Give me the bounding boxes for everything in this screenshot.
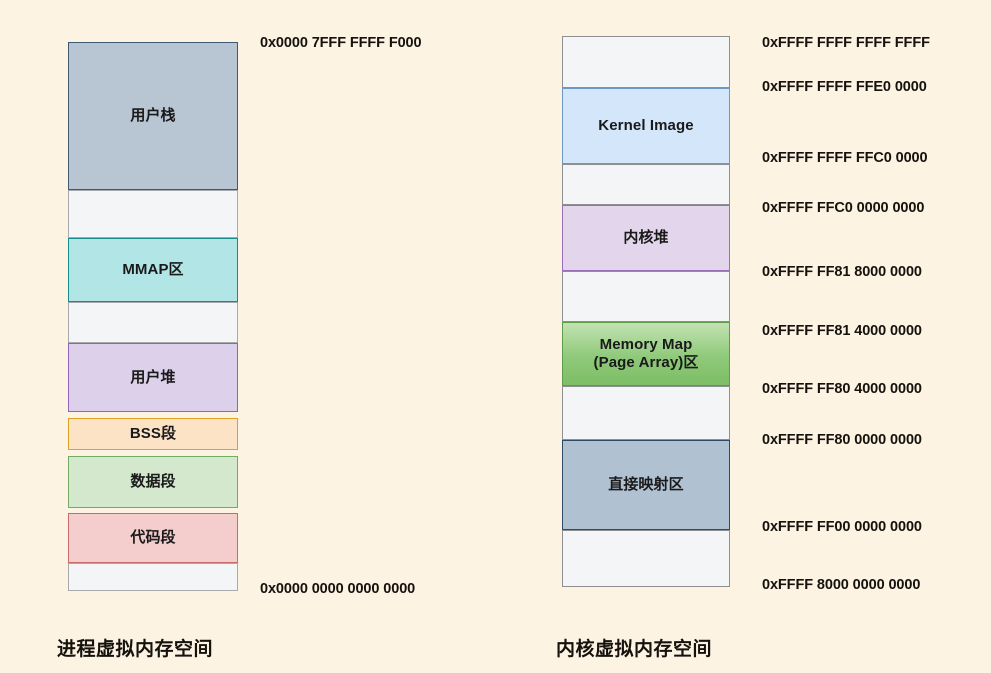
process-unused-gap-3	[68, 302, 238, 343]
kernel-unused-gap-6	[562, 386, 730, 440]
process-band-7: 代码段	[68, 513, 238, 563]
kernel-address-label-5: 0xFFFF FF81 4000 0000	[762, 323, 922, 339]
kernel-unused-gap-4	[562, 271, 730, 322]
kernel-address-label-7: 0xFFFF FF80 0000 0000	[762, 432, 922, 448]
kernel-unused-gap-0	[562, 36, 730, 88]
process-band-label: BSS段	[129, 425, 177, 443]
kernel-band-5: Memory Map(Page Array)区	[562, 322, 730, 386]
kernel-band-label: 直接映射区	[608, 476, 684, 494]
kernel-unused-gap-8	[562, 530, 730, 587]
process-unused-gap-8	[68, 563, 238, 591]
process-band-5: BSS段	[68, 418, 238, 450]
process-band-label: MMAP区	[122, 261, 184, 279]
process-band-label: 用户堆	[130, 368, 176, 386]
process-band-label: 代码段	[130, 529, 176, 547]
kernel-band-3: 内核堆	[562, 205, 730, 271]
kernel-address-label-9: 0xFFFF 8000 0000 0000	[762, 577, 921, 593]
kernel-band-label: 内核堆	[623, 229, 669, 247]
process-band-label: 用户栈	[130, 107, 176, 125]
process-band-6: 数据段	[68, 456, 238, 508]
process-band-0: 用户栈	[68, 42, 238, 190]
kernel-address-label-3: 0xFFFF FFC0 0000 0000	[762, 200, 925, 216]
kernel-address-label-8: 0xFFFF FF00 0000 0000	[762, 519, 922, 535]
kernel-address-label-6: 0xFFFF FF80 4000 0000	[762, 381, 922, 397]
kernel-band-label: Memory Map(Page Array)区	[593, 336, 699, 371]
process-bottom-address-label: 0x0000 0000 0000 0000	[260, 581, 416, 597]
kernel-address-label-1: 0xFFFF FFFF FFE0 0000	[762, 79, 927, 95]
kernel-band-7: 直接映射区	[562, 440, 730, 530]
process-unused-gap-1	[68, 190, 238, 238]
process-band-2: MMAP区	[68, 238, 238, 302]
kernel-address-label-4: 0xFFFF FF81 8000 0000	[762, 264, 922, 280]
kernel-address-label-0: 0xFFFF FFFF FFFF FFFF	[762, 35, 930, 51]
process-space-caption: 进程虚拟内存空间	[57, 639, 214, 660]
kernel-unused-gap-2	[562, 164, 730, 205]
kernel-band-label: Kernel Image	[598, 117, 694, 135]
process-band-4: 用户堆	[68, 343, 238, 412]
kernel-address-label-2: 0xFFFF FFFF FFC0 0000	[762, 150, 928, 166]
kernel-space-caption: 内核虚拟内存空间	[556, 639, 713, 660]
kernel-band-1: Kernel Image	[562, 88, 730, 164]
process-top-address-label: 0x0000 7FFF FFFF F000	[260, 35, 422, 51]
process-band-label: 数据段	[130, 473, 176, 491]
